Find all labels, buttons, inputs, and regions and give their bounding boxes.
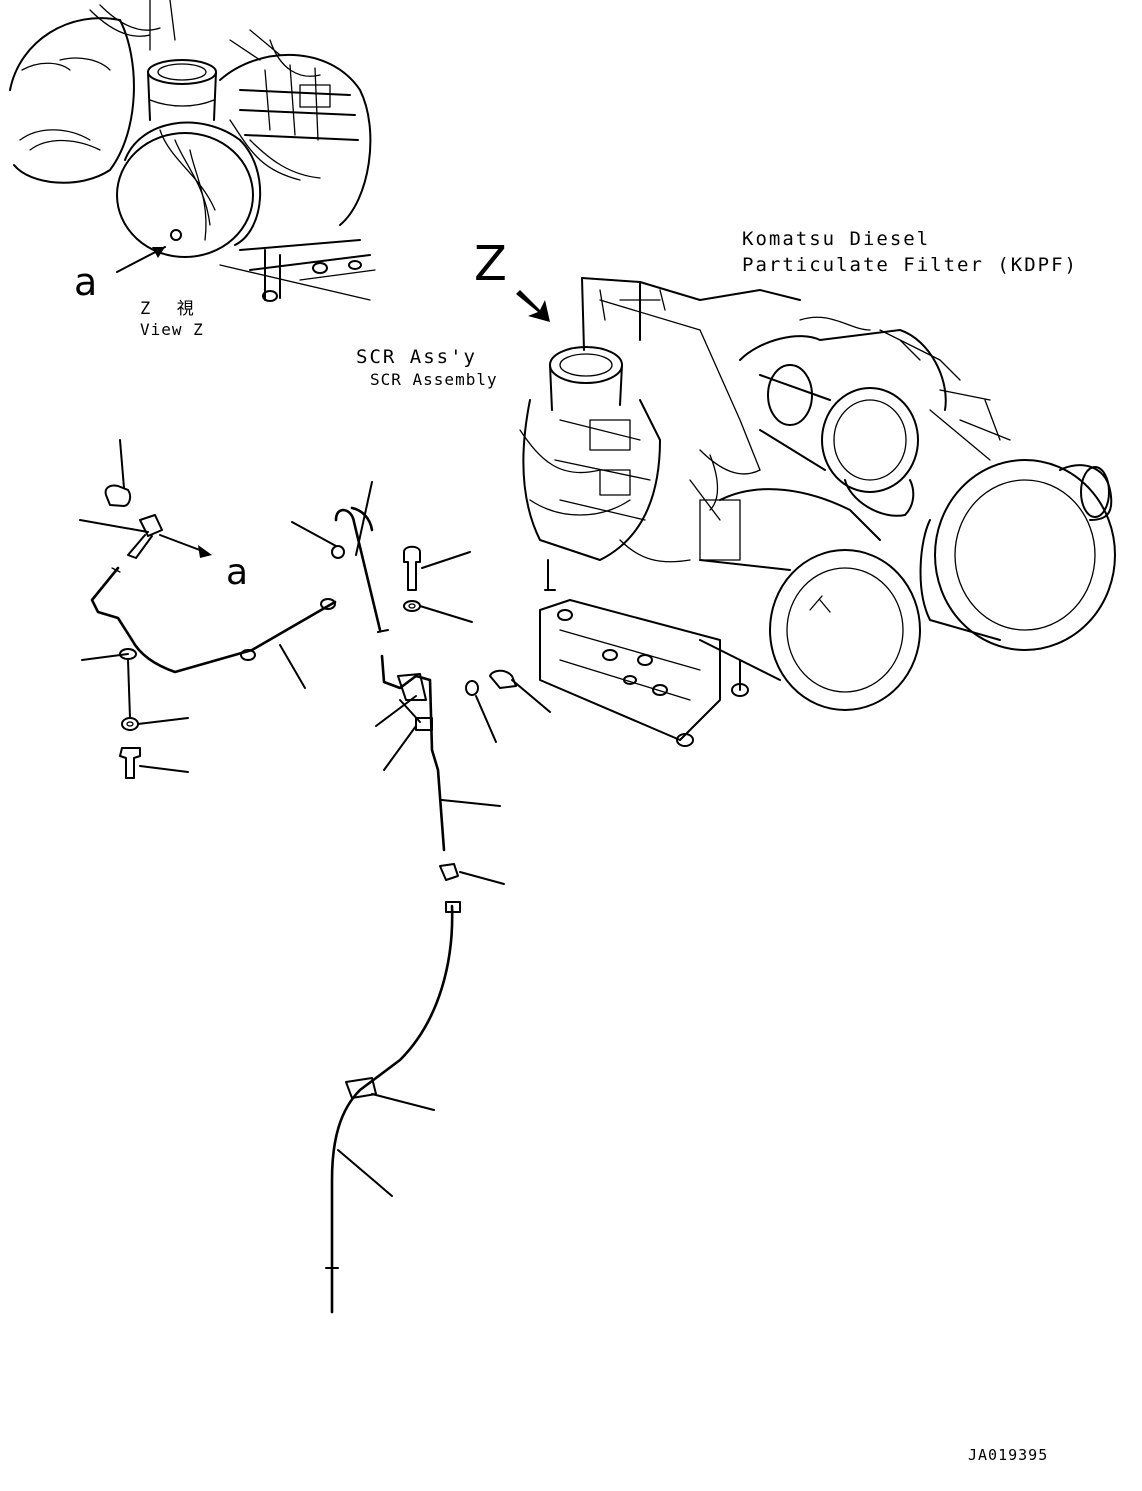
exploded-parts — [79, 439, 551, 1314]
detail-a-label-parts: a — [226, 552, 249, 593]
view-z-title-en: View Z — [140, 320, 204, 339]
kdpf-label-line2: Particulate Filter (KDPF) — [742, 254, 1078, 276]
view-z-inset — [9, 0, 376, 302]
main-assembly — [516, 277, 1116, 747]
arrow-icon — [516, 290, 550, 322]
detail-a-label-view: a — [74, 260, 98, 304]
drawing-number: JA019395 — [968, 1446, 1049, 1464]
kdpf-label-line1: Komatsu Diesel — [742, 228, 931, 250]
scr-label-line1: SCR Ass'y — [356, 346, 477, 368]
view-z-title-jp: Z 視 — [140, 299, 196, 319]
view-z-label: Z — [474, 236, 507, 292]
scr-label-line2: SCR Assembly — [370, 370, 498, 389]
